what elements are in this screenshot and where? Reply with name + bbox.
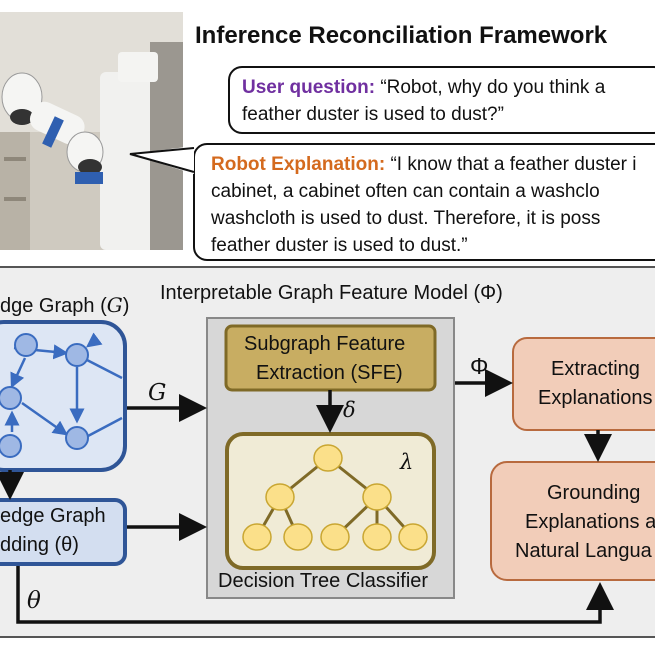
kg-symbol: G bbox=[106, 293, 123, 317]
extracting-line-1: Extracting bbox=[551, 358, 640, 380]
grounding-box bbox=[490, 461, 655, 581]
extracting-box bbox=[512, 337, 655, 431]
user-question-bubble: User question: “Robot, why do you think … bbox=[228, 66, 655, 134]
grounding-line-2: Explanations a bbox=[525, 511, 655, 533]
bubble-tail bbox=[129, 146, 195, 174]
robot-photo-drawing bbox=[0, 12, 183, 250]
kg-close: ) bbox=[122, 295, 130, 317]
robot-photo bbox=[0, 12, 183, 250]
user-question-text-1: “Robot, why do you think a bbox=[380, 77, 606, 98]
robot-explanation-text-1: “I know that a feather duster i bbox=[390, 154, 637, 175]
robot-explanation-line-3: washcloth is used to dust. Therefore, it… bbox=[211, 208, 601, 229]
arrow-delta-label: δ bbox=[343, 398, 356, 422]
lambda-label: λ bbox=[400, 450, 414, 474]
arrow-theta-label: θ bbox=[27, 588, 41, 614]
robot-explanation-bubble: Robot Explanation: “I know that a feathe… bbox=[193, 143, 655, 261]
user-question-line-2: feather duster is used to dust?” bbox=[242, 104, 504, 125]
grounding-line-1: Grounding bbox=[547, 482, 641, 504]
robot-explanation-line-4: feather duster is used to dust.” bbox=[211, 235, 468, 256]
user-question-label: User question: bbox=[242, 77, 376, 98]
grounding-line-3: Natural Langua bbox=[515, 540, 652, 562]
embedding-line-1: edge Graph bbox=[0, 505, 106, 527]
arrow-g-label: G bbox=[148, 380, 167, 406]
knowledge-graph-label: dge Graph (G) bbox=[0, 293, 129, 318]
page-title: Inference Reconciliation Framework bbox=[195, 22, 608, 49]
arrow-phi-label: Φ bbox=[470, 353, 489, 379]
embedding-line-2: dding (θ) bbox=[0, 534, 79, 556]
robot-explanation-line-1: Robot Explanation: “I know that a feathe… bbox=[211, 151, 655, 178]
decision-tree-label: Decision Tree Classifier bbox=[218, 570, 429, 592]
kg-label-text: dge Graph ( bbox=[0, 295, 107, 317]
extracting-line-2: Explanations bbox=[538, 387, 653, 409]
sfe-line-2: Extraction (SFE) bbox=[256, 362, 403, 384]
user-question-line-1: User question: “Robot, why do you think … bbox=[242, 74, 655, 101]
robot-explanation-label: Robot Explanation: bbox=[211, 154, 386, 175]
sfe-line-1: Subgraph Feature bbox=[244, 333, 406, 355]
robot-explanation-line-2: cabinet, a cabinet often can contain a w… bbox=[211, 181, 600, 202]
model-title: Interpretable Graph Feature Model (Φ) bbox=[160, 282, 503, 304]
embedding-box bbox=[0, 498, 127, 566]
